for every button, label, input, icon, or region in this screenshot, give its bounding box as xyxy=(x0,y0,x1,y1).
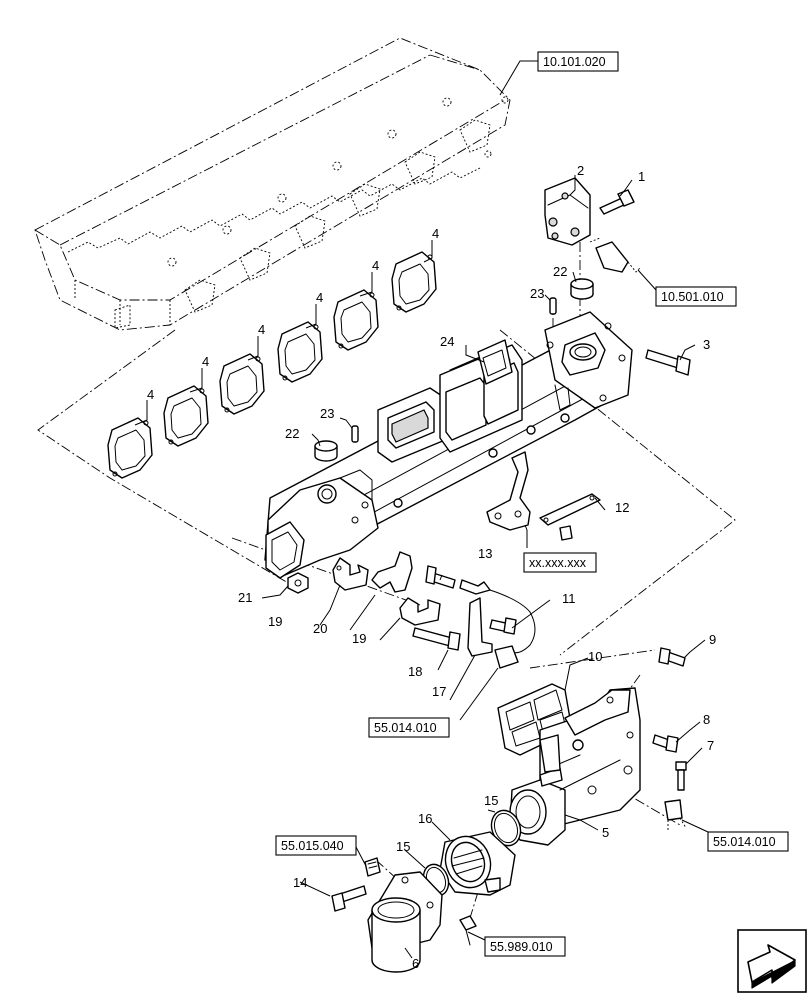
svg-text:10.501.010: 10.501.010 xyxy=(661,290,724,304)
callout-11: 11 xyxy=(562,591,576,606)
bolt-7 xyxy=(675,761,687,791)
callout-18: 18 xyxy=(408,664,422,679)
callout-22a: 22 xyxy=(553,264,567,279)
support-bracket xyxy=(486,451,531,531)
callout-8: 8 xyxy=(703,712,710,727)
callout-23b: 23 xyxy=(320,406,334,421)
callout-4c: 4 xyxy=(258,322,265,337)
callout-5: 5 xyxy=(602,825,609,840)
callout-1: 1 xyxy=(638,169,645,184)
gasket-6 xyxy=(391,251,437,313)
sensor-bracket-right xyxy=(664,799,687,830)
exhaust-manifold xyxy=(264,311,633,579)
bolt-14 xyxy=(331,885,367,912)
callout-16: 16 xyxy=(418,811,432,826)
callout-20: 20 xyxy=(313,621,327,636)
dowel-pin-upper xyxy=(549,297,557,315)
pipe-6 xyxy=(367,871,443,973)
callout-7: 7 xyxy=(707,738,714,753)
dowel-pin-lower xyxy=(351,425,359,443)
callout-4f: 4 xyxy=(432,226,439,241)
callout-13: 13 xyxy=(478,546,492,561)
bracket-2 xyxy=(544,177,591,246)
callout-4d: 4 xyxy=(316,290,323,305)
callout-2: 2 xyxy=(577,163,584,178)
callout-10: 10 xyxy=(588,649,602,664)
sensor-left xyxy=(364,857,381,877)
callout-4b: 4 xyxy=(202,354,209,369)
svg-text:55.015.040: 55.015.040 xyxy=(281,839,344,853)
ref-sensor-left[interactable]: 55.015.040 xyxy=(275,835,357,856)
ref-harness-right[interactable]: 55.014.010 xyxy=(707,831,789,852)
bolt-18 xyxy=(412,627,461,651)
svg-text:xx.xxx.xxx: xx.xxx.xxx xyxy=(529,556,587,570)
svg-text:55.989.010: 55.989.010 xyxy=(490,940,553,954)
callout-4e: 4 xyxy=(372,258,379,273)
strap-12 xyxy=(539,493,601,526)
gasket-2 xyxy=(163,385,209,447)
ref-cylinder-head[interactable]: 10.101.020 xyxy=(537,51,619,72)
cylinder-head-ghost xyxy=(34,37,511,331)
callout-15b: 15 xyxy=(396,839,410,854)
gasket-5 xyxy=(333,289,379,351)
temperature-sensor xyxy=(459,579,536,669)
bracket-17 xyxy=(467,597,493,657)
ref-sensor-bottom[interactable]: 55.989.010 xyxy=(484,936,566,957)
ref-bracket[interactable]: xx.xxx.xxx xyxy=(523,552,597,573)
plug-upper xyxy=(570,278,594,300)
callout-3: 3 xyxy=(703,337,710,352)
clamp-19-lower xyxy=(399,597,441,626)
callout-21: 21 xyxy=(238,590,252,605)
sensor-top xyxy=(589,237,641,273)
svg-text:55.014.010: 55.014.010 xyxy=(713,835,776,849)
bolt-3 xyxy=(645,349,691,376)
gasket-1 xyxy=(107,417,153,479)
gasket-3 xyxy=(219,353,265,415)
callout-numbers: 1 2 3 4 4 4 4 4 4 5 6 7 8 9 10 11 12 13 … xyxy=(147,163,716,971)
bolt-13 xyxy=(425,565,456,589)
callout-6: 6 xyxy=(412,956,419,971)
callout-12: 12 xyxy=(615,500,629,515)
callout-15a: 15 xyxy=(484,793,498,808)
bolt-9 xyxy=(658,647,686,667)
gasket-4 xyxy=(277,321,323,383)
callout-23a: 23 xyxy=(530,286,544,301)
plug-lower xyxy=(314,440,338,462)
nut-21 xyxy=(287,572,309,594)
callout-19b: 19 xyxy=(352,631,366,646)
ref-harness-left[interactable]: 55.014.010 xyxy=(368,717,450,738)
next-page-arrow-icon[interactable] xyxy=(737,929,807,993)
exhaust-elbow-5 xyxy=(509,687,641,846)
adapter-16 xyxy=(439,831,516,896)
bolt-1 xyxy=(599,189,635,215)
callout-9: 9 xyxy=(709,632,716,647)
clamp-20 xyxy=(371,551,413,593)
svg-text:10.101.020: 10.101.020 xyxy=(543,55,606,69)
clamp-19-upper xyxy=(332,557,369,591)
callout-4a: 4 xyxy=(147,387,154,402)
bolt-8 xyxy=(652,734,679,753)
bolt-11 xyxy=(489,617,517,635)
svg-text:55.014.010: 55.014.010 xyxy=(374,721,437,735)
callout-24: 24 xyxy=(440,334,454,349)
small-bolt-bracket xyxy=(559,525,573,541)
callout-17: 17 xyxy=(432,684,446,699)
callout-14: 14 xyxy=(293,875,307,890)
o-ring-15-right xyxy=(490,809,522,847)
sensor-bottom xyxy=(459,915,477,946)
callout-22b: 22 xyxy=(285,426,299,441)
callout-19a: 19 xyxy=(268,614,282,629)
manifold-gaskets xyxy=(107,251,437,479)
ref-sensor-top[interactable]: 10.501.010 xyxy=(655,286,737,307)
